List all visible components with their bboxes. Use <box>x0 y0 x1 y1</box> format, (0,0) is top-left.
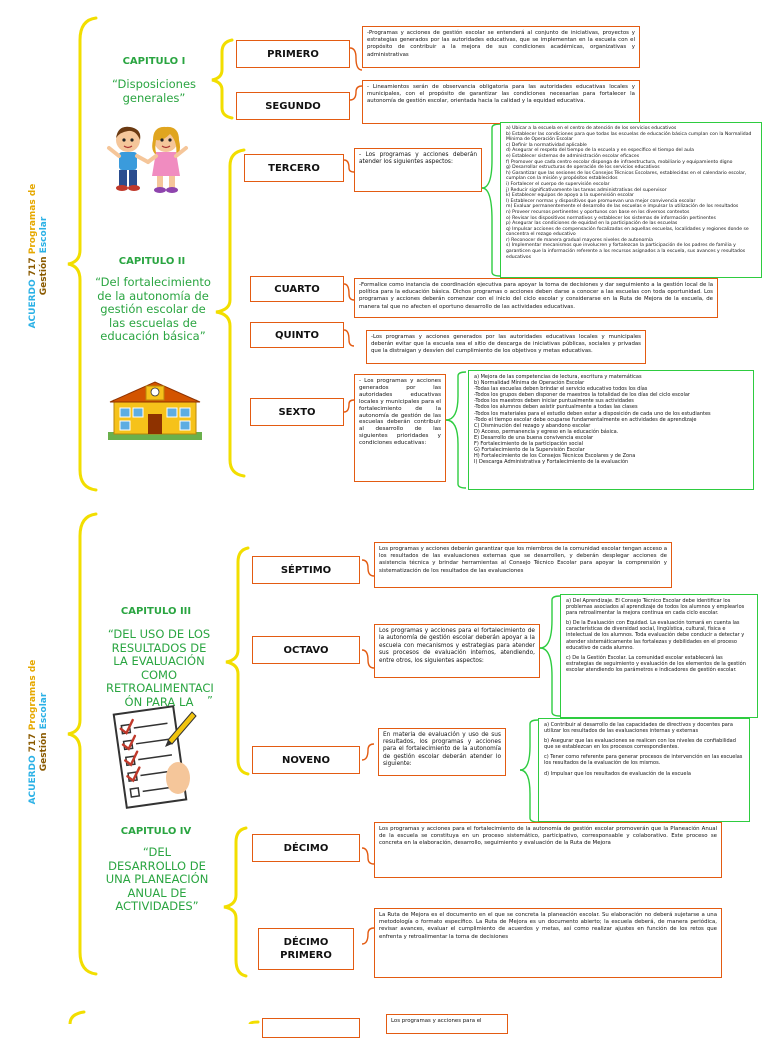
text-septimo: Los programas y acciones deberán garanti… <box>374 542 672 588</box>
list-item: l) Establecer normas y dispositivos que … <box>506 198 696 204</box>
list-item: c) Tener como referente para generar pro… <box>544 754 743 767</box>
list-item: -Todos los materiales para el estudio de… <box>474 410 711 417</box>
label-decimo: DÉCIMO <box>252 834 360 862</box>
label-cut-bottom <box>262 1018 360 1038</box>
list-item: H) Fortalecimiento de los Consejos Técni… <box>474 453 636 460</box>
label-cuarto: CUARTO <box>250 276 344 302</box>
chapter-2-desc: “Del fortalecimiento de la autonomía de … <box>95 275 211 343</box>
list-item: b) De la Evaluación con Equidad. La eval… <box>566 620 745 651</box>
list-item: -Todas las escuelas deben brindar el ser… <box>474 386 648 393</box>
text-tercero: - Los programas y acciones deberán atend… <box>354 148 482 192</box>
list-item: G) Fortalecimiento de la Supervisión Esc… <box>474 447 585 454</box>
list-item: a) Contribuir al desarrollo de las capac… <box>544 722 733 735</box>
list-item: o) Revisar los dispositivos normativos y… <box>506 215 716 221</box>
list-item: E) Desarrollo de una buena convivencia e… <box>474 434 594 441</box>
checklist-clipboard-icon <box>112 705 197 809</box>
school-building-icon <box>108 381 202 440</box>
text-noveno: En materia de evaluación y uso de sus re… <box>378 728 506 776</box>
text-primero: -Programas y acciones de gestión escolar… <box>362 26 640 68</box>
list-item: F) Fortalecimiento de la participación s… <box>474 441 584 448</box>
list-item: -Todo el tiempo escolar debe ocuparse fu… <box>474 416 697 423</box>
list-item: q) Impulsar acciones de compensación foc… <box>506 226 749 238</box>
text-decimo: Los programas y acciones para el fortale… <box>374 822 722 878</box>
label-septimo: SÉPTIMO <box>252 556 360 584</box>
label-noveno: NOVENO <box>252 746 360 774</box>
text-octavo: Los programas y acciones para el fortale… <box>374 624 540 678</box>
list-item: c) De la Gestión Escolar. La comunidad e… <box>566 654 746 673</box>
list-item: I) Descarga Administrativa y Fortalecimi… <box>474 459 629 466</box>
list-item: m) Evaluar permanentemente el desarrollo… <box>506 204 739 210</box>
list-item: n) Proveer recursos pertinentes y oportu… <box>506 209 690 215</box>
label-octavo: OCTAVO <box>252 636 360 664</box>
chapter-4-desc: “DEL DESARROLLO DE UNA PLANEACIÓN ANUAL … <box>105 845 209 913</box>
text-quinto: -Los programas y acciones generados por … <box>366 330 646 364</box>
cap1-brace <box>211 38 234 120</box>
chapter-1-desc: “Disposiciones generales” <box>111 77 197 105</box>
list-item: C) Disminución del rezago y abandono esc… <box>474 422 591 429</box>
list-item: j) Reducir significativamente las tareas… <box>506 187 667 193</box>
label-primero: PRIMERO <box>236 40 350 68</box>
label-quinto: QUINTO <box>250 322 344 348</box>
list-item: g) Desarrollar estructuras de operación … <box>506 165 660 171</box>
text-segundo: - Lineamientos serán de observancia obli… <box>362 80 640 124</box>
text-cut-bottom: Los programas y acciones para el <box>386 1014 508 1034</box>
main-brace-3 <box>68 1010 86 1024</box>
list-item: f) Promover que cada centro escolar disp… <box>506 159 733 165</box>
main-brace-1 <box>67 16 98 492</box>
list-item: b) Normalidad Mínima de Operación Escola… <box>474 380 585 387</box>
chapter-1-title: CAPITULO I <box>122 56 186 67</box>
list-item: b) Asegurar que las evaluaciones se real… <box>544 738 736 751</box>
list-item: d) Asegurar el respeto del tiempo de la … <box>506 148 694 154</box>
list-item: p) Asegurar las condiciones de equidad e… <box>506 221 678 227</box>
list-item: b) Establecer las condiciones para que t… <box>506 131 752 143</box>
label-sexto: SEXTO <box>250 398 344 426</box>
list-item: i) Fortalecer el cuerpo de supervisión e… <box>506 181 610 187</box>
list-sexto: a) Mejora de las competencias de lectura… <box>468 370 754 490</box>
list-octavo: a) Del Aprendizaje. El Consejo Técnico E… <box>560 594 758 718</box>
chapter-2-title: CAPITULO II <box>118 256 186 267</box>
chapter-4-title: CAPITULO IV <box>120 826 192 837</box>
list-item: -Todos los maestros deben iniciar puntua… <box>474 398 634 405</box>
list-item: d) Impulsar que los resultados de evalua… <box>544 770 691 777</box>
chapter-3-desc-tail: ” <box>207 694 213 707</box>
list-item: -Todos los alumnos deben asistir puntual… <box>474 404 638 411</box>
label-decimo-primero: DÉCIMO PRIMERO <box>258 928 354 970</box>
side-title-2: ACUERDO 717 Programas de Gestión Escolar <box>28 659 49 805</box>
text-sexto: - Los programas y acciones generados por… <box>354 374 446 482</box>
cap4-brace <box>223 826 248 978</box>
side-title-1: ACUERDO 717 Programas de Gestión Escolar <box>28 183 49 329</box>
cap3-brace <box>225 546 250 776</box>
list-item: k) Establecer equipos de apoyo a la supe… <box>506 193 634 199</box>
list-item: a) Mejora de las competencias de lectura… <box>474 374 642 380</box>
chapter-3-desc: “DEL USO DE LOS RESULTADOS DE LA EVALUAC… <box>106 627 214 709</box>
list-item: c) Definir la normatividad aplicable <box>506 142 587 148</box>
label-tercero: TERCERO <box>244 154 344 182</box>
list-item: a) Ubicar a la escuela en el centro de a… <box>506 126 677 131</box>
list-item: -Todos los grupos deben disponer de maes… <box>474 392 690 399</box>
children-icon <box>107 126 188 193</box>
cap2-brace <box>215 148 246 478</box>
list-noveno: a) Contribuir al desarrollo de las capac… <box>538 718 750 822</box>
list-item: e) Establecer sistemas de administración… <box>506 153 640 159</box>
list-item: s) Implementar mecanismos que involucren… <box>506 243 746 260</box>
main-brace-2 <box>67 512 98 976</box>
list-item: h) Garantizar que las sesiones de los Co… <box>506 170 747 182</box>
list-item: D) Acceso, permanencia y egreso en la ed… <box>474 428 619 435</box>
list-tercero: a) Ubicar a la escuela en el centro de a… <box>500 122 762 278</box>
text-decimo-primero: La Ruta de Mejora es el documento en el … <box>374 908 722 978</box>
list-item: r) Reconocer de manera gradual mayores n… <box>506 237 653 243</box>
chapter-3-title: CAPITULO III <box>120 606 192 617</box>
text-cuarto: -Formalice como instancia de coordinació… <box>354 278 718 318</box>
label-segundo: SEGUNDO <box>236 92 350 120</box>
list-item: a) Del Aprendizaje. El Consejo Técnico E… <box>566 598 745 617</box>
